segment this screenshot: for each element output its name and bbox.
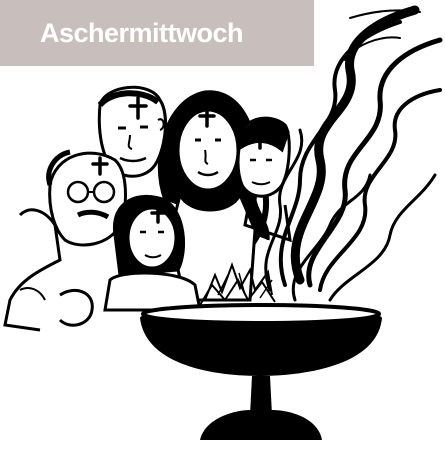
person-girl-front <box>103 194 202 312</box>
person-man-back <box>97 85 167 178</box>
person-old-man-left <box>3 149 127 332</box>
ash-cross-icon <box>91 156 109 176</box>
ash-cross-icon <box>251 130 269 150</box>
ash-cross-icon <box>150 206 166 224</box>
person-woman-center <box>157 90 270 302</box>
burning-embers <box>199 262 276 306</box>
ash-cross-icon <box>198 108 216 128</box>
brazier-bowl <box>140 303 382 440</box>
page-title: Aschermittwoch <box>40 17 244 48</box>
person-man-right <box>236 116 292 243</box>
ash-cross-icon <box>128 96 148 120</box>
ash-crosses <box>91 96 269 224</box>
title-banner: Aschermittwoch <box>0 0 314 66</box>
